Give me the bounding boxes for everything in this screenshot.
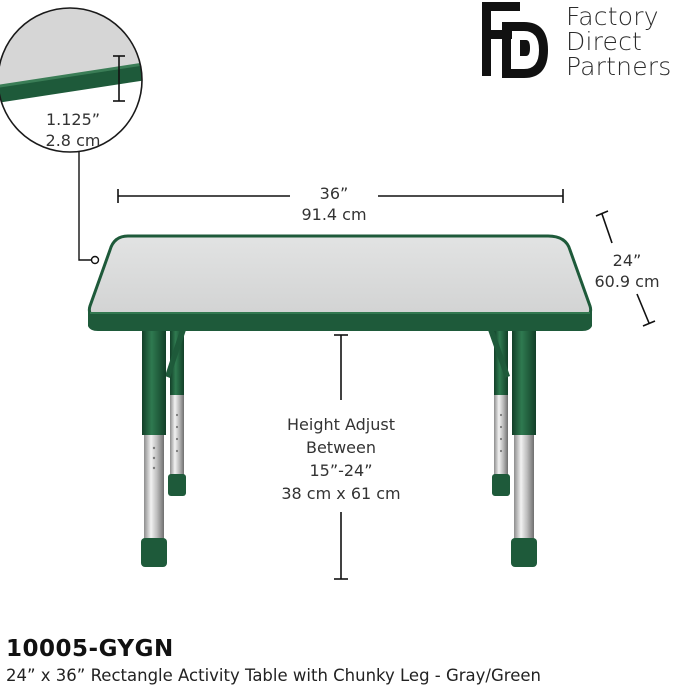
brand-line-2: Direct [566, 27, 643, 56]
width-cm: 91.4 cm [301, 205, 367, 224]
product-description: 24” x 36” Rectangle Activity Table with … [6, 666, 541, 685]
edge-thickness-inches: 1.125” [45, 110, 101, 129]
back-legs [165, 330, 510, 496]
depth-inches: 24” [612, 251, 642, 270]
brand-name: Factory Direct Partners [566, 4, 671, 79]
brand-line-1: Factory [566, 2, 659, 31]
width-label: 36” 91.4 cm [284, 183, 384, 225]
width-inches: 36” [319, 184, 349, 203]
brand-logo-icon [482, 2, 548, 78]
height-label: Height Adjust Between 15”-24” 38 cm x 61… [266, 413, 416, 505]
height-line-2: Between [305, 438, 376, 457]
edge-thickness-label: 1.125” 2.8 cm [28, 109, 118, 151]
height-dimension-line [334, 334, 348, 580]
width-dimension-line [117, 189, 564, 203]
depth-label: 24” 60.9 cm [582, 250, 672, 292]
height-line-3: 15”-24” [309, 461, 373, 480]
table-top [87, 234, 593, 331]
brand-line-3: Partners [566, 52, 672, 81]
front-legs [141, 331, 537, 567]
edge-thickness-cm: 2.8 cm [45, 131, 101, 150]
product-sku: 10005-GYGN [6, 636, 174, 662]
height-line-4: 38 cm x 61 cm [281, 484, 401, 503]
depth-dimension-line [595, 210, 656, 327]
depth-cm: 60.9 cm [594, 272, 660, 291]
height-line-1: Height Adjust [287, 415, 395, 434]
